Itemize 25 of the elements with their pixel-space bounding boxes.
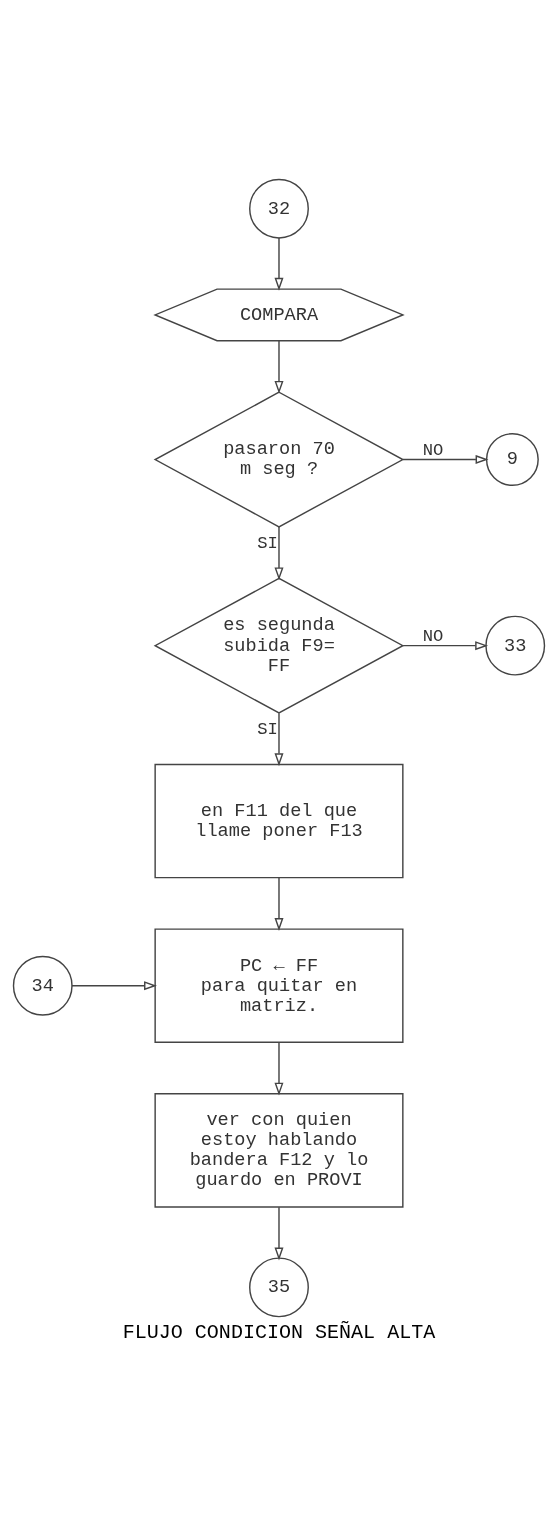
edge-label: SI	[257, 533, 278, 553]
arrow	[274, 340, 284, 394]
node-diamond: es segunda subida F9= FF	[153, 577, 405, 714]
node-circle: 32	[249, 178, 309, 239]
node-circle: 33	[485, 615, 546, 676]
node-circle: 9	[485, 433, 539, 486]
node-box: PC ← FF para quitar en matriz.	[154, 928, 404, 1043]
arrow	[274, 1206, 284, 1261]
edge-label: NO	[422, 626, 444, 646]
node-diamond: pasaron 70 m seg ?	[153, 391, 405, 528]
node-box: en F11 del que llame poner F13	[154, 763, 404, 879]
arrow	[402, 455, 489, 465]
arrow	[274, 877, 284, 931]
arrow	[402, 641, 489, 651]
arrow	[274, 237, 284, 291]
node-circle: 34	[12, 955, 73, 1016]
arrow	[71, 981, 157, 991]
arrow	[274, 712, 284, 767]
node-box: ver con quien estoy hablando bandera F12 y lo guardo en PROVI	[154, 1093, 404, 1208]
arrow	[274, 1041, 284, 1096]
edge-label: NO	[422, 440, 444, 460]
arrow	[274, 526, 284, 581]
edge-label: SI	[257, 720, 278, 740]
node-circle: 35	[249, 1257, 309, 1318]
caption: FLUJO CONDICION SEÑAL ALTA	[122, 1321, 436, 1345]
